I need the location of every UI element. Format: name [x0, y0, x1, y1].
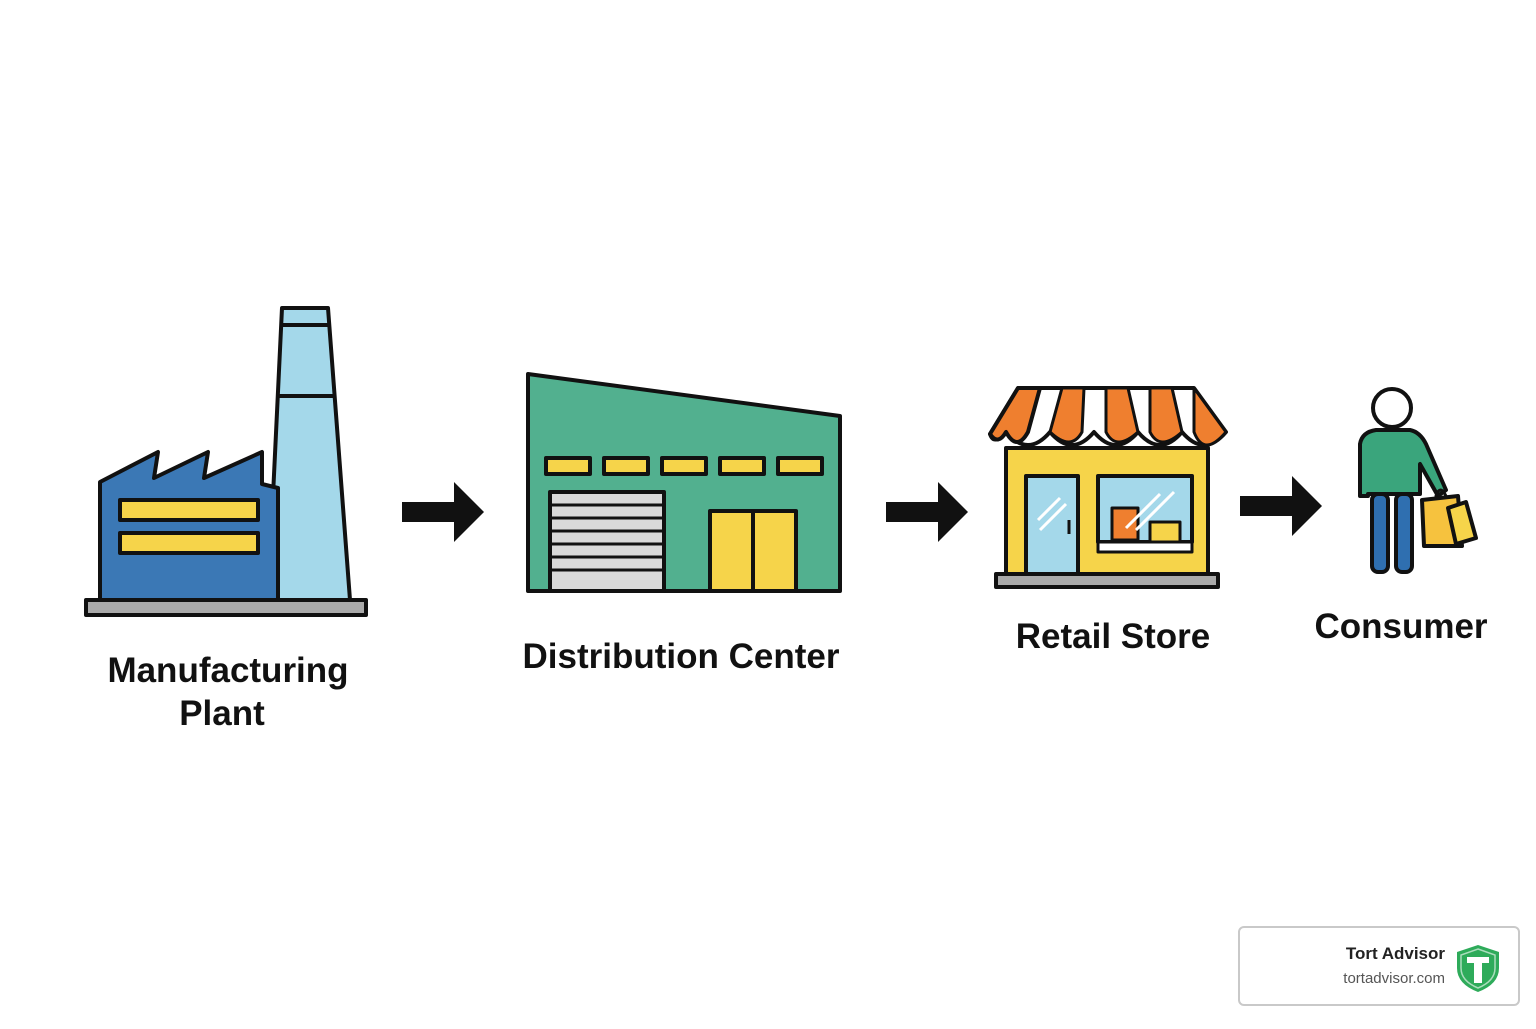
shield-logo-icon	[1457, 945, 1499, 992]
watermark-url: tortadvisor.com	[1343, 970, 1445, 987]
warehouse-icon	[526, 372, 842, 593]
node-label-retail-store: Retail Store	[1016, 617, 1211, 656]
watermark-title: Tort Advisor	[1345, 944, 1445, 963]
store-icon	[988, 386, 1228, 589]
node-label-manufacturing-line2: Plant	[179, 694, 265, 733]
watermark-badge: Tort Advisor tortadvisor.com	[1238, 926, 1520, 1006]
arrow-right-icon	[886, 482, 968, 542]
arrow-right-icon	[1240, 476, 1322, 536]
arrow-right-icon	[402, 482, 484, 542]
node-label-consumer: Consumer	[1314, 607, 1487, 646]
shopper-icon	[1358, 387, 1478, 574]
node-label-distribution-center: Distribution Center	[523, 637, 840, 676]
node-label-manufacturing-line1: Manufacturing	[107, 651, 348, 690]
factory-icon	[84, 306, 368, 617]
